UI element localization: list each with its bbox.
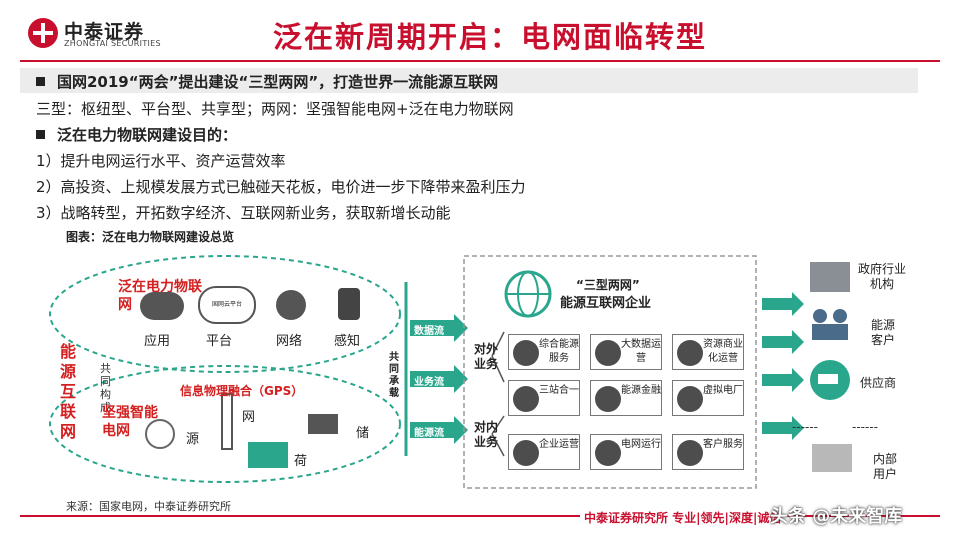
- factory-icon: [248, 442, 288, 468]
- internal-business-label: 对内业务: [474, 420, 499, 449]
- flow-energy-label: 能源流: [414, 428, 444, 439]
- tile-enterprise-ops: 企业运营: [508, 434, 580, 470]
- tile-energy-finance: 能源金融: [590, 380, 662, 416]
- body-line: 三型：枢纽型、平台型、共享型；两网：坚强智能电网+泛在电力物联网: [36, 100, 514, 118]
- tower-icon: [221, 393, 233, 450]
- brand-name: 中泰证券: [64, 21, 145, 43]
- joint-label: 共同承载: [389, 352, 399, 399]
- application-icon: [140, 292, 184, 320]
- energy-service-icon: [513, 340, 539, 366]
- source-note: 来源：国家电网，中泰证券研究所: [66, 500, 231, 513]
- truck-icon: [513, 386, 539, 412]
- arrow-right: [762, 292, 804, 316]
- shield-check-icon: [677, 386, 703, 412]
- people-icon: [833, 309, 847, 323]
- node-sensing: 感知: [334, 334, 361, 349]
- pylon-icon: [595, 440, 621, 466]
- network-globe-icon: [276, 290, 306, 320]
- watermark: 头条 @未来智库: [770, 506, 903, 527]
- bullet-heading-1: 国网2019“两会”提出建设“三型两网”，打造世界一流能源互联网: [36, 71, 498, 92]
- node-storage: 储: [356, 426, 370, 441]
- node-load: 荷: [294, 454, 308, 469]
- cps-label: 信息物理融合（GPS）: [180, 384, 304, 398]
- computer-icon: [812, 444, 852, 472]
- tile-integrated-energy: 综合能源服务: [508, 334, 580, 370]
- brand-logo-icon: [28, 18, 58, 48]
- tile-grid-ops: 电网运行: [590, 434, 662, 470]
- footer-divider: [20, 515, 940, 517]
- battery-icon: [308, 414, 338, 434]
- tile-big-data: 大数据运营: [590, 334, 662, 370]
- external-business-label: 对外业务: [474, 342, 499, 371]
- list-item: 1）提升电网运行水平、资产运营效率: [36, 152, 286, 170]
- list-item: 3）战略转型，开拓数字经济、互联网新业务，获取新增长动能: [36, 204, 451, 222]
- enterprise-subtitle: 能源互联网企业: [560, 296, 652, 311]
- square-bullet-icon: [36, 77, 45, 86]
- square-bullet-icon: [36, 130, 45, 139]
- lower-arc-label: 坚强智能电网: [102, 405, 158, 439]
- diagram-shapes: [49, 255, 852, 489]
- turbine-icon: [145, 419, 175, 449]
- arrow-right: [762, 368, 804, 392]
- stakeholder-internal-users: 内部用户: [872, 452, 897, 481]
- upper-arc-label: 泛在电力物联网: [118, 279, 202, 313]
- node-grid: 网: [242, 410, 256, 425]
- tile-three-stations: 三站合一: [508, 380, 580, 416]
- title-divider: [20, 60, 940, 62]
- brace-lines: [491, 331, 505, 457]
- people-icon-body: [812, 324, 848, 340]
- middle-label: 共同构成: [100, 362, 111, 414]
- node-network: 网络: [276, 334, 303, 349]
- tile-virtual-plant: 虚拟电厂: [672, 380, 744, 416]
- truck-icon-body: [818, 374, 838, 384]
- node-application: 应用: [144, 334, 171, 349]
- upper-oval: [49, 255, 401, 373]
- flow-arrow-data: [410, 314, 468, 342]
- node-source: 源: [186, 432, 200, 447]
- money-icon: [595, 386, 621, 412]
- node-platform: 平台: [206, 334, 233, 349]
- building-icon: [810, 262, 850, 292]
- flow-arrow-business: [410, 365, 468, 393]
- tile-customer-service: 客户服务: [672, 434, 744, 470]
- flow-data-label: 数据流: [414, 326, 444, 337]
- lower-oval: [49, 365, 401, 483]
- page-title: 泛在新周期开启：电网面临转型: [272, 20, 707, 54]
- highlight-box: [20, 68, 918, 93]
- server-icon: [595, 340, 621, 366]
- stakeholder-suppliers: 供应商: [860, 376, 897, 390]
- footer-tagline: 中泰证券研究所 专业|领先|深度|诚信: [580, 509, 786, 526]
- ellipsis-dashes: ------: [852, 420, 878, 434]
- arrow-right: [762, 416, 804, 440]
- tile-resource-commercial: 资源商业化运营: [672, 334, 744, 370]
- flow-arrow-energy: [410, 416, 468, 444]
- list-item: 2）高投资、上规模发展方式已触碰天花板，电价进一步下降带来盈利压力: [36, 178, 526, 196]
- people-icon: [813, 309, 827, 323]
- sensor-icon: [338, 288, 360, 320]
- stakeholder-government: 政府行业机构: [858, 262, 907, 291]
- ellipsis-dashes: ------: [792, 420, 818, 434]
- cloud-icon: 国网云平台: [198, 286, 256, 324]
- flow-business-label: 业务流: [414, 377, 444, 388]
- stakeholder-energy-customers: 能源客户: [870, 318, 895, 347]
- figure-caption: 图表：泛在电力物联网建设总览: [66, 230, 235, 244]
- cps-label-bg: [165, 384, 325, 400]
- enterprise-title: “三型两网”: [576, 278, 640, 292]
- recycle-icon: [677, 340, 703, 366]
- people-icon: [513, 440, 539, 466]
- overview-diagram: 能源互联网 泛在电力物联网 共同构成 坚强智能电网 信息物理融合（GPS） 应用…: [40, 244, 920, 494]
- energy-internet-label: 能源互联网: [60, 342, 77, 441]
- enterprise-box: [463, 255, 757, 489]
- arrow-right: [762, 330, 804, 354]
- brand-name-en: ZHONGTAI SECURITIES: [64, 39, 161, 48]
- bullet-heading-2: 泛在电力物联网建设目的：: [36, 124, 237, 145]
- headset-icon: [677, 440, 703, 466]
